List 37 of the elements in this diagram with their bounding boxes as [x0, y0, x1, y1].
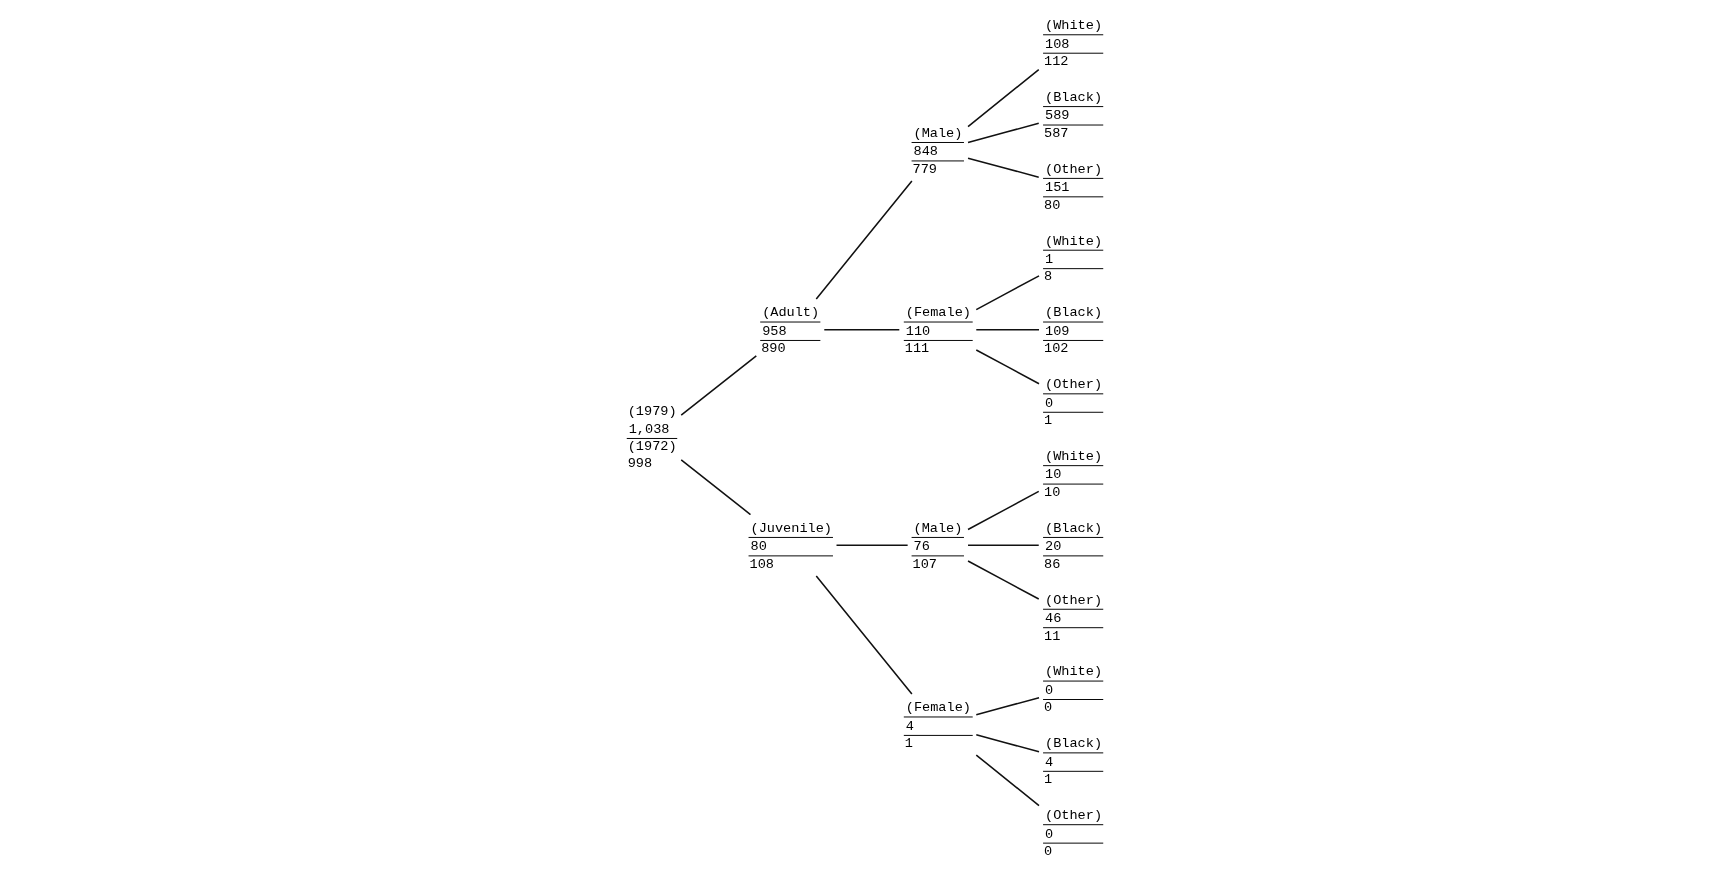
connector	[975, 349, 1040, 385]
connector	[680, 459, 752, 516]
node-text: (Female) 110 111	[904, 305, 971, 357]
node-text: (Other) 0 0	[1044, 808, 1103, 859]
connector	[975, 275, 1040, 311]
node-text: (Juvenile) 80 108	[749, 520, 832, 572]
node-text: (Black) 4 1	[1044, 736, 1103, 788]
node-text: (Other) 0 1	[1044, 377, 1103, 429]
connector	[975, 697, 1040, 716]
node-text: (Black) 20 86	[1044, 520, 1103, 572]
node-text: (Adult) 958 890	[761, 305, 820, 357]
node-text: (Male) 848 779	[912, 125, 963, 177]
connector	[975, 329, 1040, 331]
node-text: (Other) 151 80	[1044, 161, 1103, 213]
connector	[967, 490, 1040, 531]
connector	[967, 560, 1040, 600]
connector	[680, 355, 758, 416]
connector	[967, 68, 1040, 128]
node-text: (White) 108 112	[1044, 18, 1103, 70]
node-text: (White) 1 8	[1044, 233, 1103, 285]
node-text: (Male) 76 107	[912, 520, 963, 572]
connector	[967, 544, 1040, 546]
connector	[815, 575, 913, 695]
node-text: (White) 10 10	[1044, 449, 1103, 500]
node-text: (Female) 4 1	[904, 700, 971, 752]
node-text: (1979) 1,038 (1972) 998	[627, 404, 677, 471]
node-text: (Other) 46 11	[1044, 592, 1103, 644]
node-text: (Black) 589 587	[1044, 89, 1103, 141]
connector	[835, 544, 909, 546]
connector	[823, 329, 901, 331]
node-text: (Black) 109 102	[1044, 305, 1103, 357]
connector	[975, 734, 1040, 753]
connector	[975, 754, 1040, 807]
connector	[967, 157, 1040, 178]
connector	[967, 122, 1040, 144]
connector	[815, 180, 913, 300]
node-text: (White) 0 0	[1044, 664, 1103, 716]
